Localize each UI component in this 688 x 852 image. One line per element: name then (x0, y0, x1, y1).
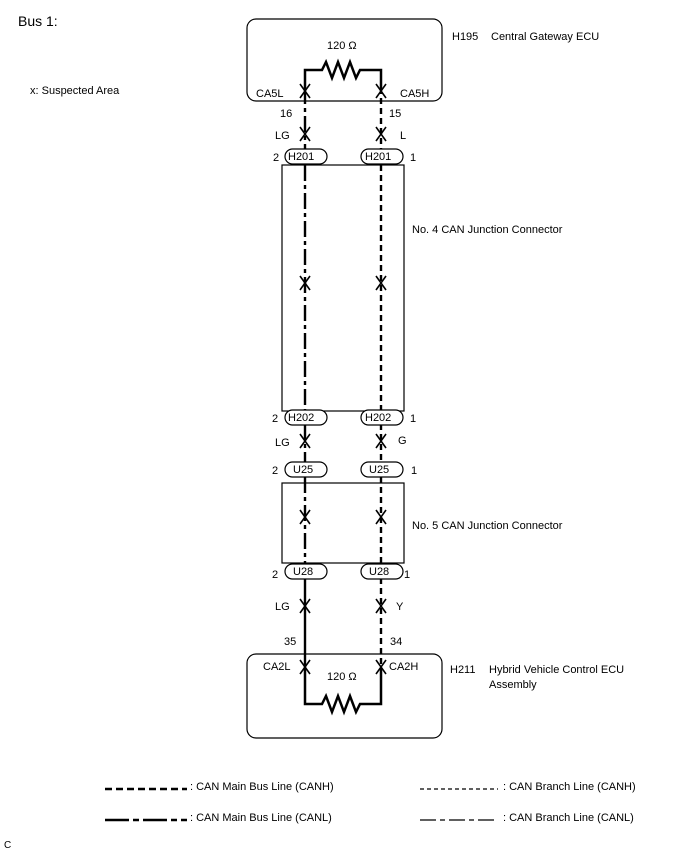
suspected-mark-icon (375, 83, 387, 99)
connector-u25-left-label: U25 (293, 464, 313, 476)
suspected-mark-icon (299, 275, 311, 291)
wire-color-top-right: L (400, 130, 406, 142)
connector-u28-right-label: U28 (369, 566, 389, 578)
hybrid-vehicle-control-ecu-box (246, 653, 443, 739)
legend-label-branch-canl: : CAN Branch Line (CANL) (503, 812, 634, 824)
wire-color-bottom-left: LG (275, 601, 290, 613)
pin-34: 34 (390, 636, 402, 648)
terminal-ca5h: CA5H (400, 88, 429, 100)
pin-u28-2: 2 (272, 569, 278, 581)
pin-h202-1: 1 (410, 413, 416, 425)
suspected-area-note: x: Suspected Area (30, 85, 120, 97)
pin-h202-2: 2 (272, 413, 278, 425)
connector-h202-right-label: H202 (365, 412, 391, 424)
connector-u28-right (360, 563, 404, 580)
suspected-mark-icon (375, 509, 387, 525)
connector-h201-left (284, 148, 328, 165)
terminal-ca2l: CA2L (263, 661, 291, 673)
suspected-mark-icon (299, 126, 311, 142)
suspected-area-marks (299, 83, 387, 675)
connector-u28-left (284, 563, 328, 580)
suspected-mark-icon (375, 659, 387, 675)
pin-h201-2: 2 (273, 152, 279, 164)
connector-u25-right-label: U25 (369, 464, 389, 476)
legend: : CAN Main Bus Line (CANH) : CAN Branch … (105, 781, 636, 824)
connector-h202-left (284, 409, 328, 426)
suspected-mark-icon (375, 275, 387, 291)
legend-label-branch-canh: : CAN Branch Line (CANH) (503, 781, 636, 793)
junction-connector-4-name: No. 4 CAN Junction Connector (412, 224, 563, 236)
pin-u28-1: 1 (404, 569, 410, 581)
pin-35: 35 (284, 636, 296, 648)
wire-color-bottom-right: Y (396, 601, 404, 613)
suspected-mark-icon (375, 126, 387, 142)
suspected-mark-icon (299, 83, 311, 99)
junction-connector-5-box (281, 482, 405, 564)
diagram-title: Bus 1: (18, 13, 58, 29)
suspected-mark-icon (375, 598, 387, 614)
top-resistor-icon (303, 58, 383, 88)
junction-connector-4-box (281, 164, 405, 412)
terminal-ca5l: CA5L (256, 88, 284, 100)
legend-label-main-canl: : CAN Main Bus Line (CANL) (190, 812, 332, 824)
hybrid-ecu-id: H211 (450, 664, 475, 676)
pin-16: 16 (280, 108, 292, 120)
bottom-resistor-label: 120 Ω (327, 671, 357, 683)
suspected-mark-icon (299, 659, 311, 675)
hybrid-ecu-name-line1: Hybrid Vehicle Control ECU (489, 664, 624, 676)
connector-u25-left (284, 461, 328, 478)
suspected-mark-icon (299, 598, 311, 614)
central-gateway-ecu-id: H195 (452, 31, 478, 43)
wire-color-mid-left: LG (275, 437, 290, 449)
hybrid-ecu-name-line2: Assembly (489, 679, 537, 691)
connector-u25-right (360, 461, 404, 478)
central-gateway-ecu-box (246, 18, 443, 102)
connector-h202-left-label: H202 (288, 412, 314, 424)
junction-connector-5-name: No. 5 CAN Junction Connector (412, 520, 563, 532)
legend-label-main-canh: : CAN Main Bus Line (CANH) (190, 781, 334, 793)
wire-color-mid-right: G (398, 435, 407, 447)
pin-15: 15 (389, 108, 401, 120)
wire-color-top-left: LG (275, 130, 290, 142)
connector-h201-right-label: H201 (365, 151, 391, 163)
suspected-mark-icon (299, 433, 311, 449)
connector-h202-right (360, 409, 404, 426)
connector-h201-right (360, 148, 404, 165)
pin-h201-1: 1 (410, 152, 416, 164)
central-gateway-ecu-name: Central Gateway ECU (491, 31, 599, 43)
suspected-mark-icon (375, 433, 387, 449)
pin-u25-2: 2 (272, 465, 278, 477)
top-resistor-label: 120 Ω (327, 40, 357, 52)
footer-mark: C (4, 840, 11, 851)
bottom-resistor-icon (303, 668, 383, 716)
connector-h201-left-label: H201 (288, 151, 314, 163)
suspected-mark-icon (299, 509, 311, 525)
pin-u25-1: 1 (411, 465, 417, 477)
connector-u28-left-label: U28 (293, 566, 313, 578)
terminal-ca2h: CA2H (389, 661, 418, 673)
